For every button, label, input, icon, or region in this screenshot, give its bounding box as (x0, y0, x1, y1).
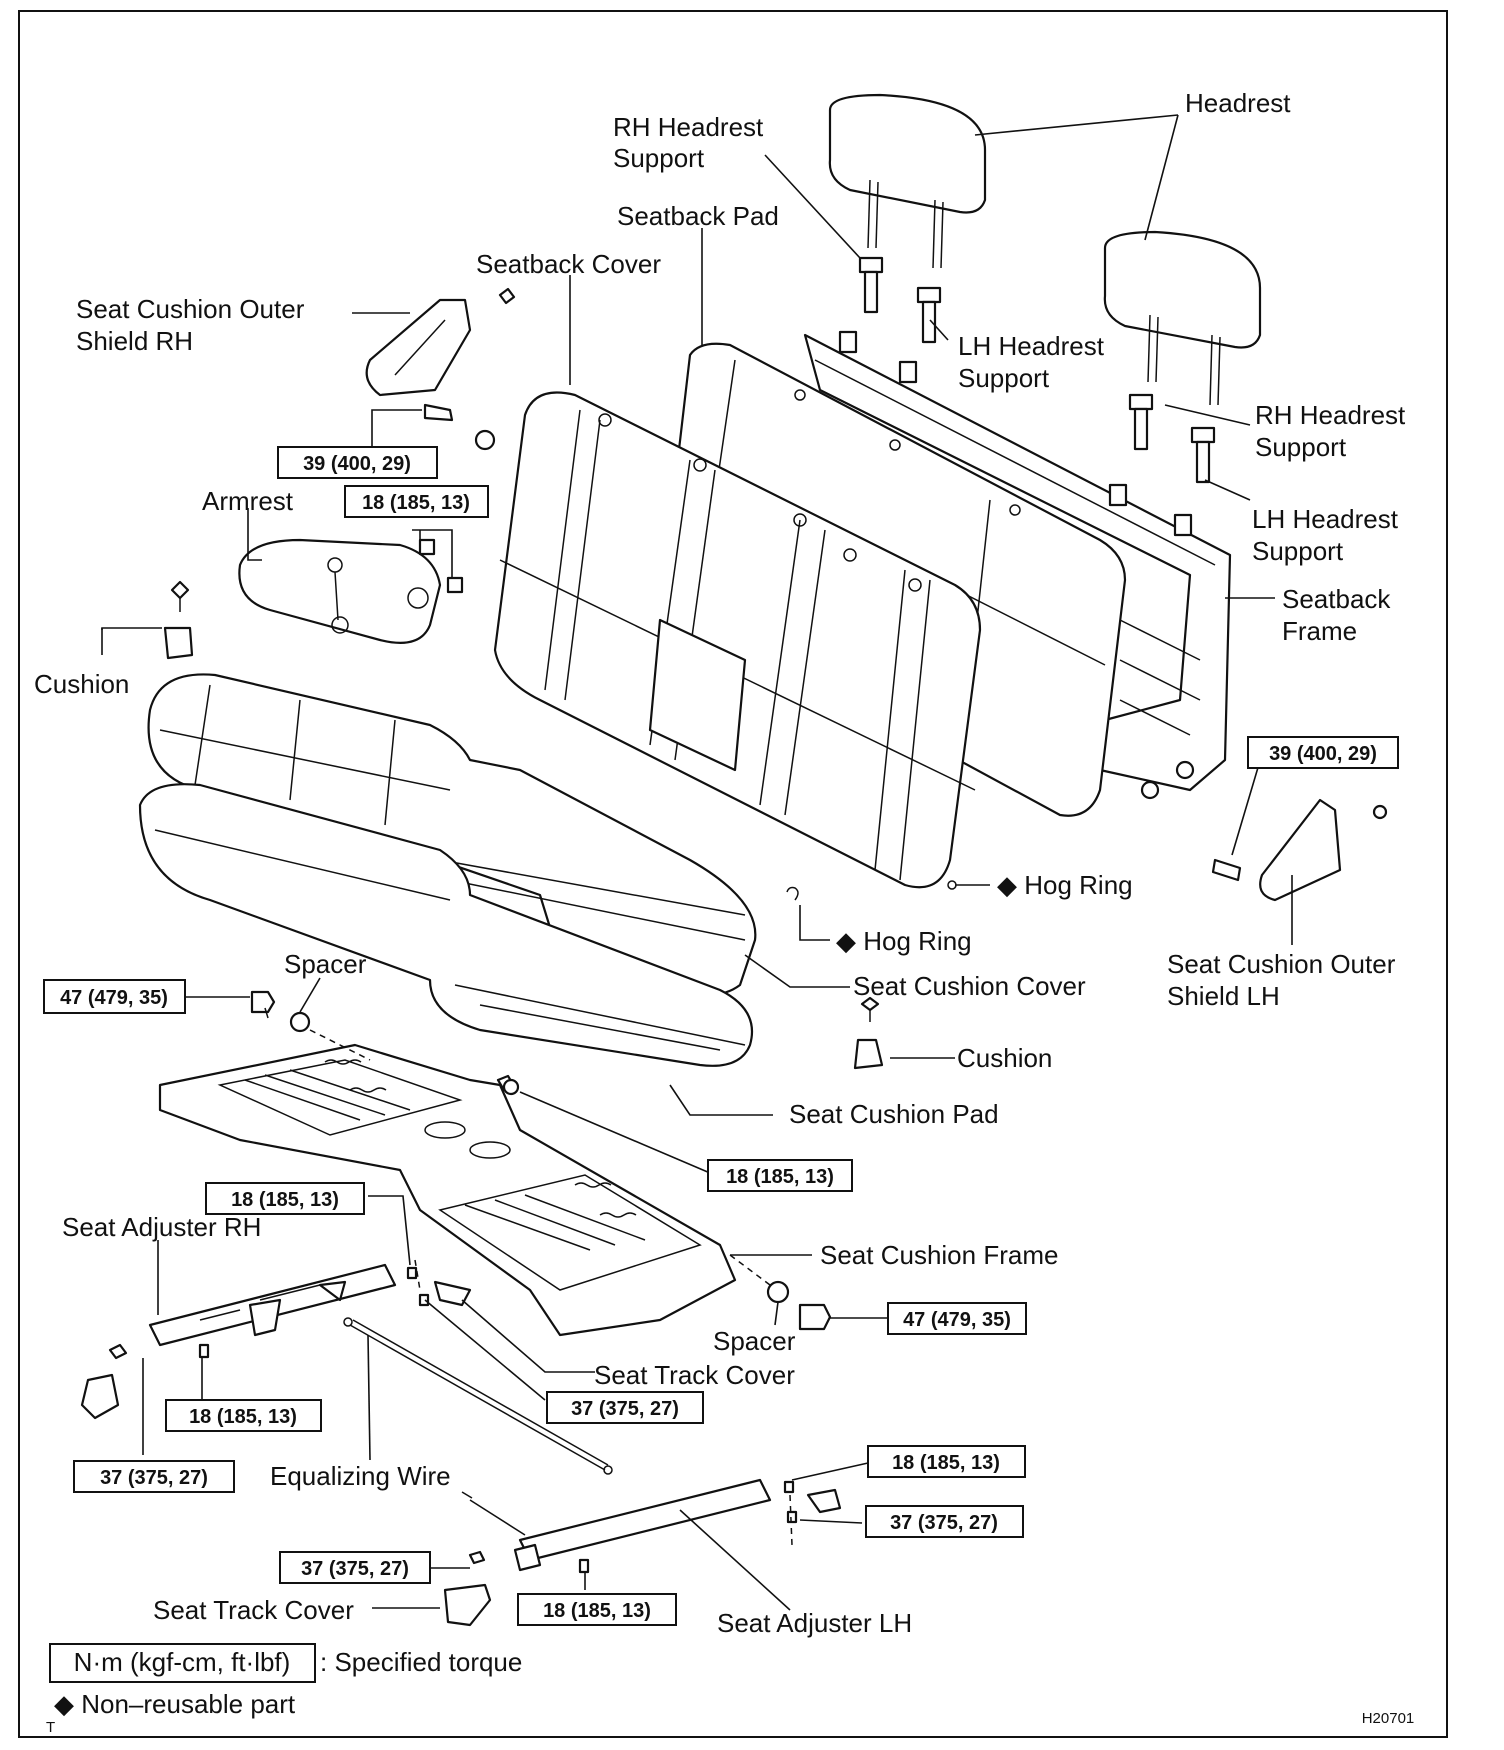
torque-box-8: 18 (185, 13) (189, 1406, 297, 1428)
torque-box-11: 18 (185, 13) (892, 1452, 1000, 1474)
label-seatback-pad: Seatback Pad (617, 201, 779, 231)
label-seatback-frame-2: Frame (1282, 616, 1357, 646)
outer-shield-lh-drawing (1211, 798, 1388, 902)
label-equalizing-wire: Equalizing Wire (270, 1461, 451, 1491)
seat-cushion-frame-drawing (158, 1043, 737, 1337)
torque-boxes: 39 (400, 29) 18 (185, 13) 39 (400, 29) 4… (43, 446, 1399, 1626)
legend-unit-box: N·m (kgf-cm, ft·lbf) (74, 1647, 291, 1677)
torque-box-13: 37 (375, 27) (301, 1558, 409, 1580)
label-seat-cushion-frame: Seat Cushion Frame (820, 1240, 1058, 1270)
label-seat-adjuster-rh: Seat Adjuster RH (62, 1212, 261, 1242)
headrest-supports-drawing (858, 256, 1216, 484)
label-rh-headrest-support-top: RH Headrest (613, 112, 764, 142)
outer-shield-rh-drawing (365, 287, 516, 451)
label-seat-cushion-pad: Seat Cushion Pad (789, 1099, 999, 1129)
torque-box-14: 18 (185, 13) (543, 1600, 651, 1622)
seat-cushion-pad-drawing (138, 783, 754, 1067)
label-spacer-bottom: Spacer (713, 1326, 796, 1356)
label-rh-headrest-support-top-2: Support (613, 143, 705, 173)
label-outer-shield-rh-2: Shield RH (76, 326, 193, 356)
label-seat-track-cover-1: Seat Track Cover (594, 1360, 795, 1390)
torque-box-9: 37 (375, 27) (571, 1398, 679, 1420)
armrest-drawing (238, 538, 464, 644)
label-cushion-left: Cushion (34, 669, 129, 699)
seat-adjuster-lh-drawing (443, 1478, 842, 1627)
legend-unit-text: : Specified torque (320, 1647, 522, 1677)
headrest-right-drawing (1103, 230, 1262, 406)
label-seatback-cover: Seatback Cover (476, 249, 661, 279)
legend-nonreusable: ◆ Non–reusable part (54, 1689, 296, 1719)
label-headrest: Headrest (1185, 88, 1291, 118)
leader-lines (101, 114, 1293, 1611)
torque-box-4: 47 (479, 35) (60, 987, 168, 1009)
label-cushion-right: Cushion (957, 1043, 1052, 1073)
label-seat-track-cover-2: Seat Track Cover (153, 1595, 354, 1625)
label-outer-shield-lh-1: Seat Cushion Outer (1167, 949, 1396, 979)
label-outer-shield-rh-1: Seat Cushion Outer (76, 294, 305, 324)
torque-box-2: 18 (185, 13) (362, 492, 470, 514)
frame-fasteners-drawing (250, 990, 832, 1331)
label-lh-headrest-support-mid-2: Support (958, 363, 1050, 393)
label-hog-ring-1: ◆ Hog Ring (997, 870, 1133, 900)
cushion-left-drawing (163, 580, 194, 660)
hog-ring-cushion-drawing (786, 880, 957, 1070)
seatback-cover-drawing (493, 391, 982, 889)
torque-box-7: 47 (479, 35) (903, 1309, 1011, 1331)
label-lh-headrest-support-mid-1: LH Headrest (958, 331, 1105, 361)
label-seat-cushion-cover: Seat Cushion Cover (853, 971, 1086, 1001)
torque-box-3: 39 (400, 29) (1269, 743, 1377, 765)
torque-box-6: 18 (185, 13) (231, 1189, 339, 1211)
figure-code: H20701 (1362, 1710, 1415, 1727)
headrest-left-drawing (828, 93, 987, 269)
label-rh-headrest-support-right-1: RH Headrest (1255, 400, 1406, 430)
seat-adjuster-rh-drawing (80, 1259, 472, 1420)
corner-mark: T (46, 1719, 55, 1736)
label-seatback-frame-1: Seatback (1282, 584, 1391, 614)
diagram-frame (18, 10, 1448, 1738)
label-outer-shield-lh-2: Shield LH (1167, 981, 1280, 1011)
part-labels: Headrest RH Headrest Support Seatback Pa… (34, 88, 1406, 1638)
torque-box-1: 39 (400, 29) (303, 453, 411, 475)
label-seat-adjuster-lh: Seat Adjuster LH (717, 1608, 912, 1638)
label-lh-headrest-support-right-2: Support (1252, 536, 1344, 566)
torque-box-10: 37 (375, 27) (100, 1467, 208, 1489)
torque-box-5: 18 (185, 13) (726, 1166, 834, 1188)
torque-box-12: 37 (375, 27) (890, 1512, 998, 1534)
label-armrest: Armrest (202, 486, 294, 516)
equalizing-wire-drawing (343, 1317, 613, 1475)
label-lh-headrest-support-right-1: LH Headrest (1252, 504, 1399, 534)
label-hog-ring-2: ◆ Hog Ring (836, 926, 972, 956)
label-rh-headrest-support-right-2: Support (1255, 432, 1347, 462)
legend: N·m (kgf-cm, ft·lbf) : Specified torque … (46, 1643, 1415, 1736)
label-spacer-top: Spacer (284, 949, 367, 979)
